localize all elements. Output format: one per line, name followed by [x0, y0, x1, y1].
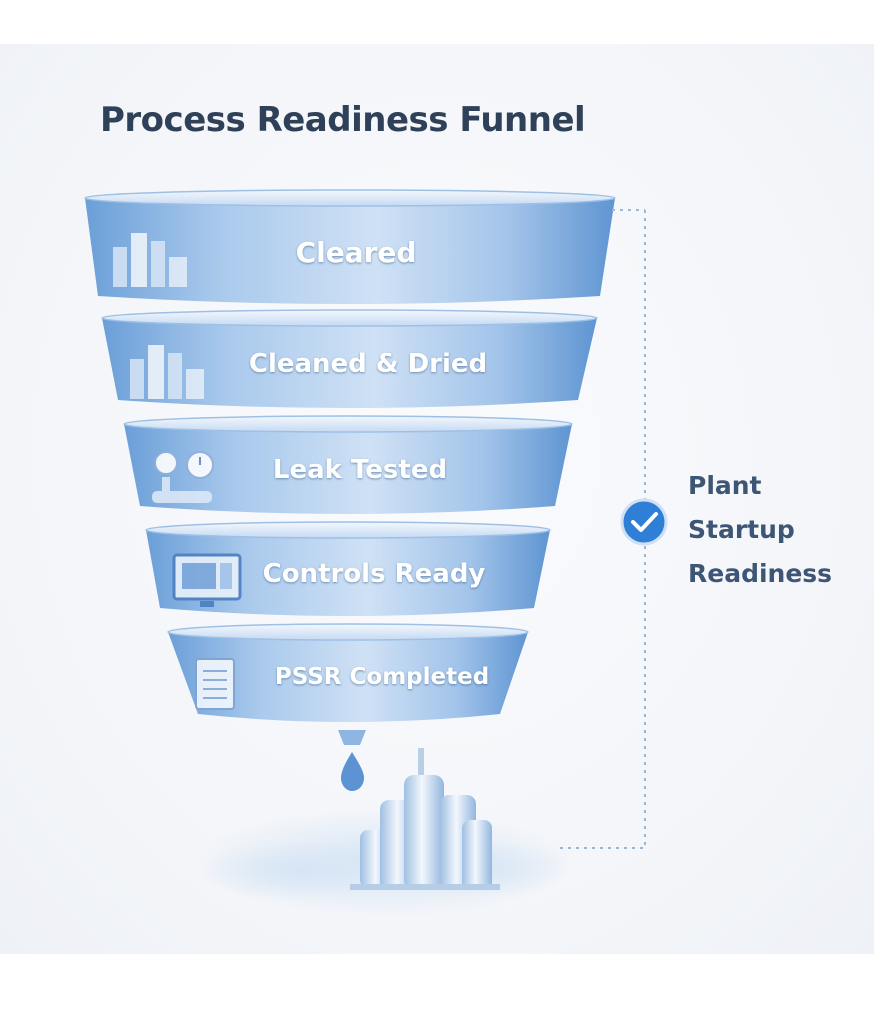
checklist-document-icon — [195, 658, 235, 710]
funnel-band-rim — [167, 623, 529, 641]
funnel-stage — [101, 309, 598, 408]
funnel-stage-label: Leak Tested — [272, 454, 448, 485]
control-monitor-icon — [172, 553, 242, 607]
funnel-stage — [123, 415, 573, 514]
funnel-stage-label: Controls Ready — [262, 558, 486, 589]
plant-illustration — [195, 748, 575, 917]
outcome-line: Startup — [688, 515, 795, 544]
funnel-stage — [145, 521, 551, 616]
funnel-band — [124, 424, 572, 514]
funnel-stage-label: PSSR Completed — [274, 664, 490, 691]
pressure-gauge-icon — [152, 451, 214, 503]
funnel-band-rim — [84, 189, 616, 207]
funnel-band-rim — [123, 415, 573, 433]
funnel-stage-label: Cleared — [295, 235, 417, 269]
outcome-line: Readiness — [688, 559, 833, 588]
funnel-stage-label: Cleaned & Dried — [248, 348, 488, 379]
check-circle-icon — [620, 498, 668, 546]
plant-startup-readiness-label: Plant Startup Readiness — [688, 464, 832, 596]
funnel-stage — [84, 189, 616, 304]
funnel-band-rim — [101, 309, 598, 327]
water-drop-icon — [341, 752, 364, 791]
diagram-title: Process Readiness Funnel — [100, 100, 586, 140]
building-icon — [113, 233, 187, 287]
funnel-band-rim — [145, 521, 551, 539]
readiness-connector — [560, 209, 646, 849]
towers-icon — [130, 345, 204, 399]
drip-nozzle — [338, 730, 366, 791]
funnel-band — [146, 530, 550, 616]
outcome-line: Plant — [688, 471, 762, 500]
funnel-band — [168, 632, 528, 722]
funnel-stage — [167, 623, 529, 722]
funnel-band — [85, 198, 615, 304]
funnel-band — [102, 318, 597, 408]
